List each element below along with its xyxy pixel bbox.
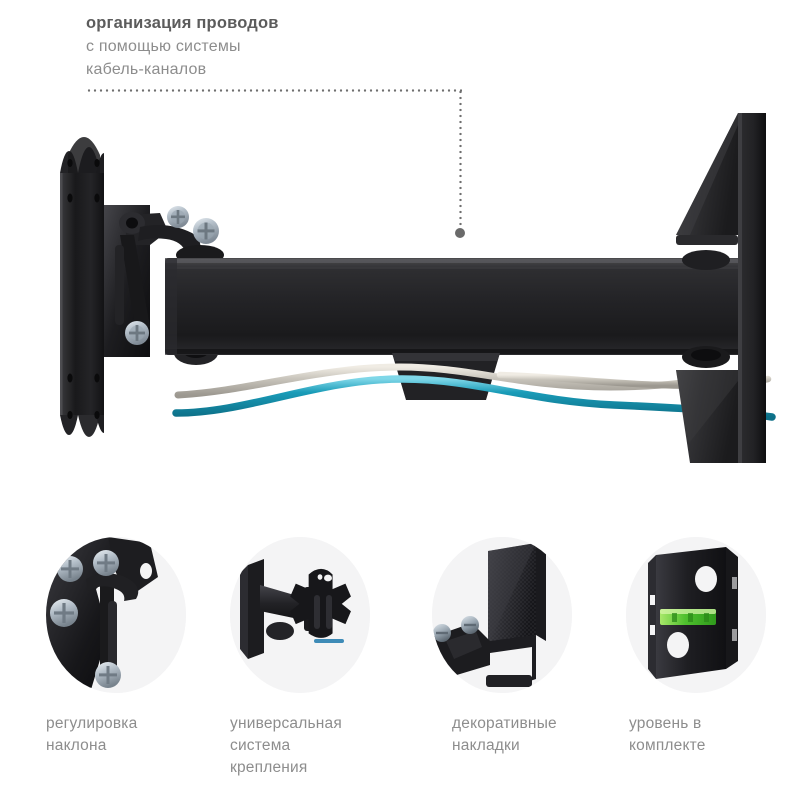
feature-label-line: наклона: [46, 737, 107, 754]
dotted-leader-vertical-icon: [459, 89, 462, 229]
callout-subtitle: с помощью системы кабель-каналов: [86, 35, 486, 81]
callout-subtitle-line-2: кабель-каналов: [86, 61, 207, 78]
feature-item-decor-covers: декоративные накладки: [410, 537, 600, 757]
feature-label-universal-mount: универсальная система крепления: [230, 713, 400, 779]
feature-label-line: комплекте: [629, 737, 706, 754]
decorative-cover-lower: [676, 370, 738, 463]
feature-label-line: крепления: [230, 759, 308, 776]
wall-plate-group: [676, 113, 766, 463]
tilt-adjustment-photo-icon: [46, 537, 186, 693]
feature-label-line: универсальная: [230, 715, 342, 732]
feature-list: регулировка наклона: [0, 537, 800, 797]
bubble-level-photo-icon: [626, 537, 766, 693]
hero-product-image: [0, 95, 800, 485]
bubble-level-vial-icon: [660, 609, 716, 625]
feature-label-line: уровень в: [629, 715, 702, 732]
feature-item-tilt: регулировка наклона: [18, 537, 208, 757]
feature-label-tilt: регулировка наклона: [46, 713, 208, 757]
feature-label-line: декоративные: [452, 715, 557, 732]
feature-label-line: накладки: [452, 737, 520, 754]
feature-label-decor-covers: декоративные накладки: [452, 713, 600, 757]
tilt-joint-group: [104, 205, 224, 365]
extension-arm-group: [165, 258, 753, 355]
vesa-plate-group: [60, 137, 104, 437]
callout-title: организация проводов: [86, 14, 279, 32]
leader-endpoint-dot-icon: [455, 228, 465, 238]
feature-label-line: регулировка: [46, 715, 138, 732]
screw-icon: [193, 218, 219, 244]
screw-icon: [125, 321, 149, 345]
screw-icon: [167, 206, 189, 228]
callout-subtitle-line-1: с помощью системы: [86, 38, 241, 55]
universal-mount-photo-icon: [230, 537, 370, 693]
callout-text-block: организация проводов с помощью системы к…: [86, 12, 486, 81]
decorative-cover-photo-icon: [432, 537, 572, 693]
feature-label-level: уровень в комплекте: [629, 713, 790, 757]
feature-item-universal-mount: универсальная система крепления: [210, 537, 400, 779]
feature-label-line: система: [230, 737, 291, 754]
dotted-leader-horizontal-icon: [86, 89, 462, 92]
feature-item-level: уровень в комплекте: [600, 537, 790, 757]
